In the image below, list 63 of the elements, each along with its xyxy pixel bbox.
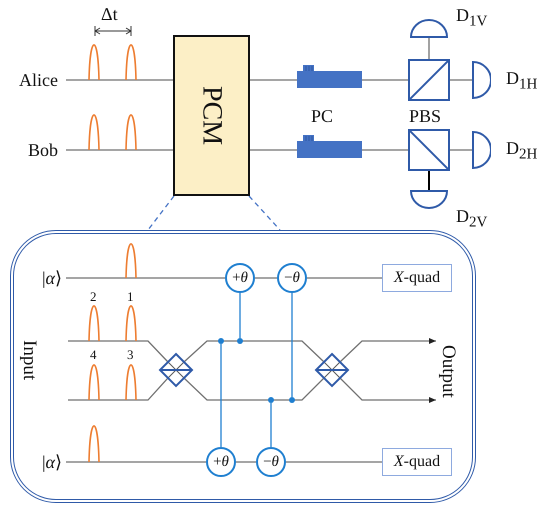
- delay-label: Δt: [101, 4, 118, 25]
- connector-line: [362, 149, 408, 151]
- phase-gate-circle: −θ: [277, 263, 307, 293]
- phase-gate-circle: +θ: [225, 263, 255, 293]
- arrow: [340, 378, 436, 403]
- channel-label: Alice: [4, 69, 66, 91]
- connector-line: [184, 340, 324, 362]
- detail-panel: [10, 230, 476, 503]
- connector-line: [450, 149, 472, 151]
- measurement-box: X-quad: [382, 448, 452, 476]
- state-label: |α⟩: [26, 450, 66, 474]
- dashed-line: [147, 196, 175, 230]
- connector-line: [250, 79, 297, 81]
- phase-gate-circle: +θ: [206, 447, 236, 477]
- detector-label: D$_{2H}$: [506, 138, 538, 164]
- dashed-line: [248, 196, 280, 230]
- pulse-number: 4: [90, 347, 96, 363]
- port-label: Output: [436, 328, 460, 414]
- beam-splitter-cube: [408, 129, 450, 171]
- beam-splitter-cube: [408, 59, 450, 101]
- beam-splitter-symbol: [159, 353, 193, 387]
- connector-line: [66, 461, 206, 463]
- control-dot: [289, 397, 295, 403]
- connector-line: [255, 277, 277, 279]
- pulse-number: 1: [127, 289, 134, 305]
- detector-label: D$_{1V}$: [456, 5, 488, 31]
- channel-label: Bob: [4, 139, 66, 161]
- connector-line: [362, 79, 408, 81]
- connector-line: [66, 149, 173, 151]
- connector-line: [66, 79, 173, 81]
- connector-line: [286, 461, 382, 463]
- process-box: PCM: [173, 35, 250, 196]
- connector-line: [68, 378, 168, 401]
- connector-line: [450, 79, 472, 81]
- beam-splitter-symbol: [315, 353, 349, 387]
- detector-label: D$_{2V}$: [456, 206, 488, 232]
- port-label: Input: [18, 340, 40, 380]
- control-line: [239, 293, 241, 338]
- detector-label: D$_{1H}$: [506, 68, 538, 94]
- control-line: [220, 344, 222, 447]
- connector-line: [250, 149, 297, 151]
- connector-line: [428, 38, 430, 59]
- component-label: PC: [311, 106, 334, 127]
- arrow: [340, 338, 436, 362]
- polarization-controller: [297, 135, 362, 159]
- control-dot: [218, 338, 224, 344]
- connector-line: [68, 340, 168, 362]
- pulse-number: 2: [90, 289, 96, 305]
- phase-gate-circle: −θ: [256, 447, 286, 477]
- control-dot: [237, 338, 243, 344]
- connector-line: [428, 171, 430, 190]
- polarization-controller: [297, 65, 362, 89]
- state-label: |α⟩: [26, 266, 66, 290]
- component-label: PBS: [409, 106, 442, 127]
- control-dot: [268, 397, 274, 403]
- connector-line: [184, 378, 324, 401]
- pulse-number: 3: [127, 347, 134, 363]
- connector-line: [236, 461, 256, 463]
- control-line: [291, 293, 293, 397]
- control-line: [270, 403, 272, 447]
- measurement-box: X-quad: [382, 264, 452, 292]
- connector-line: [307, 277, 382, 279]
- connector-line: [66, 277, 225, 279]
